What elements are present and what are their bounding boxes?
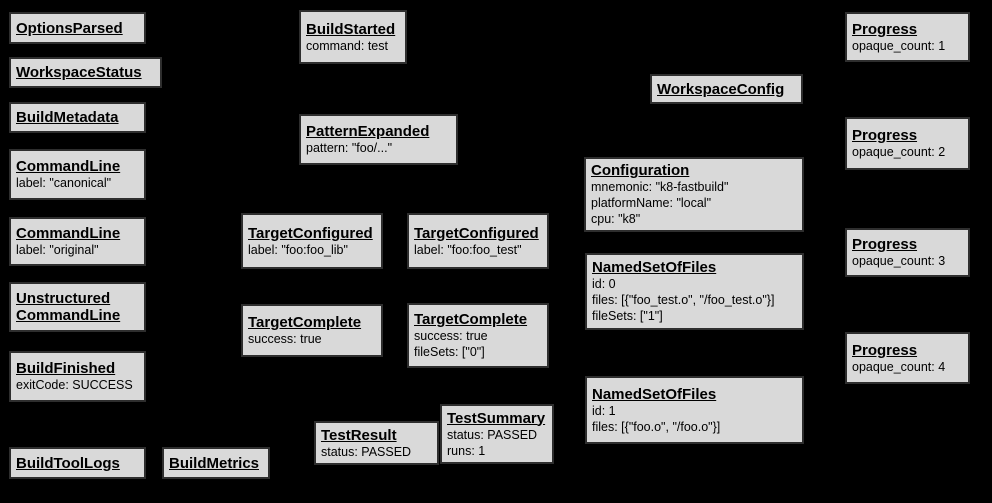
node-options-parsed: OptionsParsed bbox=[10, 13, 145, 43]
node-detail: status: PASSED bbox=[447, 427, 538, 442]
node-title: Unstructured bbox=[16, 290, 111, 307]
node-title: Progress bbox=[852, 236, 918, 253]
node-title: Progress bbox=[852, 341, 918, 359]
node-detail: fileSets: ["0"] bbox=[414, 345, 485, 359]
node-detail: label: "foo:foo_lib" bbox=[248, 242, 348, 257]
node-title: WorkspaceStatus bbox=[16, 64, 142, 81]
node-detail: opaque_count: 3 bbox=[852, 254, 946, 268]
node-detail: runs: 1 bbox=[447, 443, 486, 458]
node-detail: files: [{"foo_test.o", "/foo_test.o"}] bbox=[592, 293, 775, 307]
node-title: Progress bbox=[852, 20, 918, 38]
node-detail: platformName: "local" bbox=[591, 196, 712, 210]
node-detail: opaque_count: 2 bbox=[852, 145, 946, 159]
node-detail: success: true bbox=[248, 332, 322, 346]
node-title: BuildToolLogs bbox=[16, 454, 120, 472]
node-detail: files: [{"foo.o", "/foo.o"}] bbox=[592, 419, 721, 434]
node-detail: mnemonic: "k8-fastbuild" bbox=[591, 180, 729, 194]
node-title: TargetComplete bbox=[248, 314, 362, 331]
node-build-tool-logs: BuildToolLogs bbox=[10, 448, 145, 478]
node-detail: id: 1 bbox=[592, 403, 616, 418]
node-title: TargetConfigured bbox=[248, 224, 373, 242]
node-build-metadata: BuildMetadata bbox=[10, 103, 145, 132]
node-workspace-config: WorkspaceConfig bbox=[651, 75, 802, 103]
node-detail: label: "original" bbox=[16, 243, 99, 257]
node-title: PatternExpanded bbox=[306, 123, 430, 140]
node-detail: status: PASSED bbox=[321, 444, 412, 459]
node-title: CommandLine bbox=[16, 158, 121, 175]
node-detail: label: "foo:foo_test" bbox=[414, 242, 522, 257]
node-title: NamedSetOfFiles bbox=[592, 259, 717, 276]
node-title: TestSummary bbox=[447, 409, 546, 427]
node-title: CommandLine bbox=[16, 307, 121, 324]
node-title: Configuration bbox=[591, 162, 690, 179]
node-title: TargetConfigured bbox=[414, 224, 539, 242]
node-title: OptionsParsed bbox=[16, 19, 123, 37]
node-detail: command: test bbox=[306, 38, 388, 53]
node-title: BuildStarted bbox=[306, 20, 396, 38]
node-title: BuildMetrics bbox=[169, 454, 260, 472]
node-workspace-status: WorkspaceStatus bbox=[10, 58, 161, 87]
node-detail: opaque_count: 1 bbox=[852, 38, 946, 53]
node-detail: pattern: "foo/..." bbox=[306, 141, 393, 155]
node-title: BuildMetadata bbox=[16, 109, 119, 126]
node-detail: label: "canonical" bbox=[16, 176, 112, 190]
node-build-metrics: BuildMetrics bbox=[163, 448, 269, 478]
node-detail: success: true bbox=[414, 329, 488, 343]
node-title: CommandLine bbox=[16, 225, 121, 242]
node-detail: id: 0 bbox=[592, 277, 616, 291]
node-title: BuildFinished bbox=[16, 360, 116, 377]
node-title: WorkspaceConfig bbox=[657, 80, 785, 98]
node-detail: opaque_count: 4 bbox=[852, 359, 946, 374]
node-detail: cpu: "k8" bbox=[591, 212, 641, 226]
node-detail: fileSets: ["1"] bbox=[592, 309, 663, 323]
node-title: TargetComplete bbox=[414, 311, 528, 328]
node-title: TestResult bbox=[321, 426, 397, 444]
node-title: NamedSetOfFiles bbox=[592, 385, 717, 403]
node-title: Progress bbox=[852, 127, 918, 144]
node-detail: exitCode: SUCCESS bbox=[16, 378, 133, 392]
